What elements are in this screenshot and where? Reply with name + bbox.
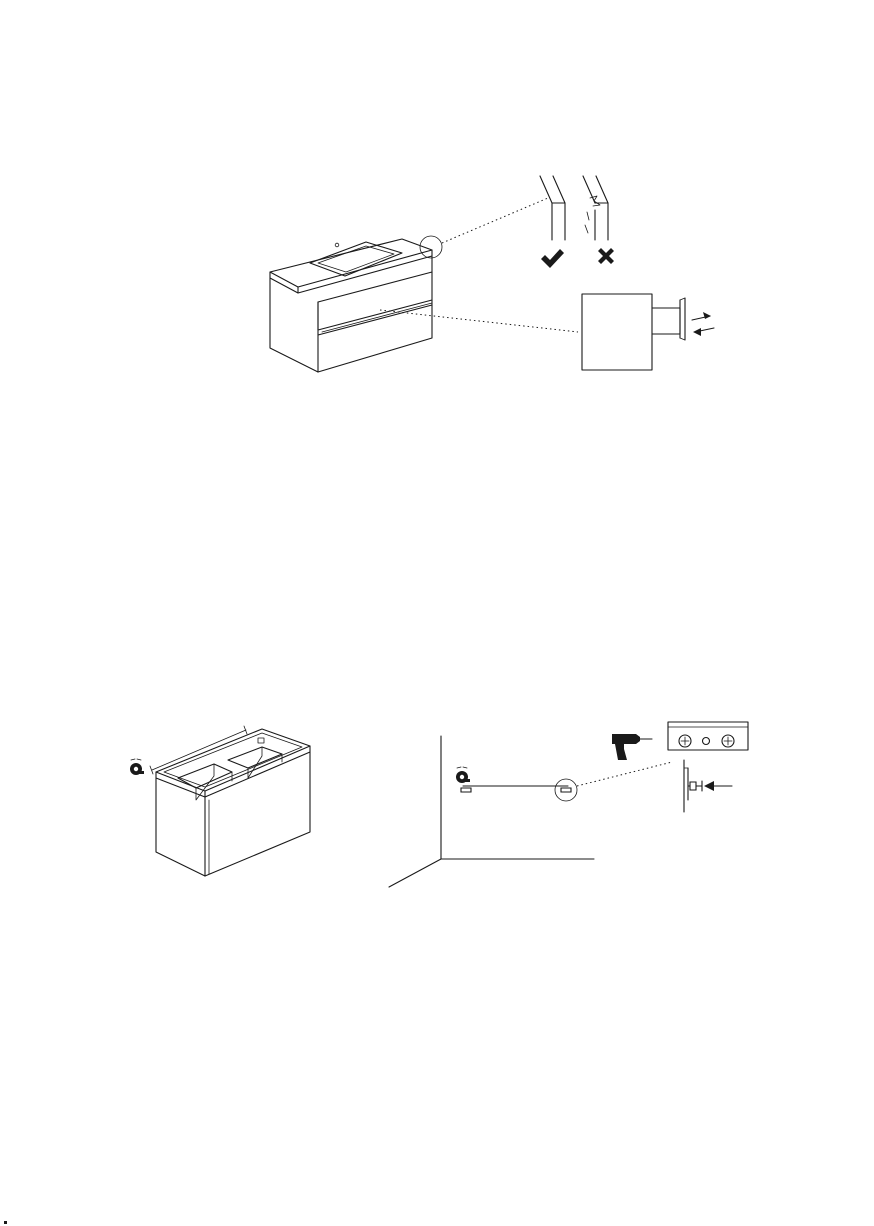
measuring-tape-icon [130, 759, 144, 775]
drawer-lower [318, 305, 432, 335]
leader-line-bracket [577, 762, 672, 786]
mounting-bracket-icon [668, 722, 748, 750]
width-dimension-line [152, 730, 246, 770]
leader-line-edge [442, 198, 548, 243]
drawer-upper [318, 300, 432, 332]
drill-mark-left [461, 788, 471, 792]
drill-mark-right [561, 788, 571, 792]
figure-wall-mounting [0, 700, 874, 900]
leader-line-drawer [380, 310, 578, 332]
page-corner-mark [4, 1221, 7, 1224]
check-icon [541, 249, 564, 268]
drawer-push-pull-arrows-icon [692, 312, 714, 336]
figure-vanity-inspection [0, 150, 874, 410]
wall-corner [389, 736, 594, 887]
wall-section-screw [684, 760, 702, 812]
cross-icon [598, 248, 614, 264]
drawer-side-detail [582, 294, 685, 370]
basin-right [228, 747, 282, 778]
vanity-unit-single-basin [270, 236, 442, 372]
vanity-unit-double-basin [150, 726, 310, 876]
edge-detail-incorrect [583, 176, 608, 240]
power-drill-icon [612, 734, 652, 760]
measuring-tape-icon [456, 767, 470, 783]
edge-detail-correct [540, 176, 565, 240]
screw-insert-arrow-icon [704, 781, 732, 791]
